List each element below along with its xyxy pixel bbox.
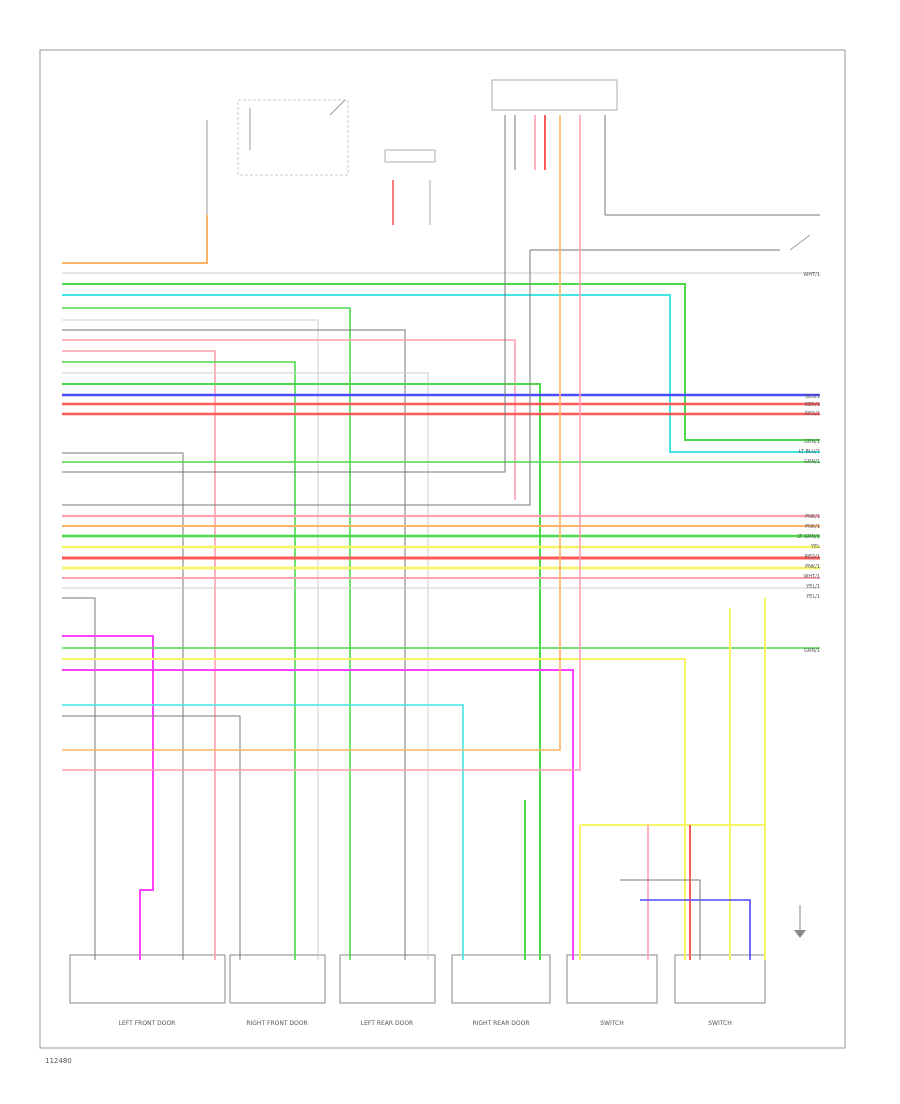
footer-code: 112480 — [45, 1057, 72, 1065]
ignition-switch-block — [237, 99, 349, 176]
switch-module-2: SWITCH — [674, 954, 766, 1027]
diagram-frame — [39, 49, 846, 1049]
door-module-lf-caption: LEFT FRONT DOOR — [119, 1020, 176, 1027]
wire-green-3 — [62, 361, 296, 960]
door-module-rf: RIGHT FRONT DOOR — [229, 954, 326, 1027]
wire-light-2 — [62, 319, 319, 960]
wire-pink-2 — [62, 350, 216, 960]
ground-symbol — [794, 905, 806, 938]
door-module-rr: RIGHT REAR DOOR — [451, 954, 551, 1027]
wire-green-4 — [62, 383, 541, 960]
wire-light-3 — [62, 372, 429, 960]
wire-orange-3 — [62, 115, 561, 751]
door-module-lr: LEFT REAR DOOR — [339, 954, 436, 1027]
wire-blue-2 — [640, 899, 751, 960]
switch-module-1: SWITCH — [566, 954, 658, 1027]
wire-orange — [62, 215, 208, 264]
wire-gray-4 — [62, 250, 531, 506]
wire-label: GRN/1 — [804, 439, 820, 445]
wire-label: BLU/1 — [806, 394, 821, 400]
door-module-lr-caption: LEFT REAR DOOR — [361, 1020, 413, 1027]
wire-label: PNK/1 — [805, 514, 820, 520]
wire-gray-5 — [62, 597, 96, 960]
door-module-lf: LEFT FRONT DOOR — [69, 954, 226, 1027]
wire-cyan-1 — [62, 294, 820, 453]
door-module-rf-caption: RIGHT FRONT DOOR — [246, 1020, 307, 1027]
wire-label: YEL — [810, 544, 820, 550]
wire-label: RED/1 — [805, 411, 820, 417]
wire-label: WHT/1 — [803, 574, 820, 580]
wire-label: YEL/1 — [805, 594, 820, 600]
wire-label-column: BLU/1 RED/1 RED/1 GRN/1 LT BLU/1 GRN/1 P… — [797, 272, 820, 654]
wire-pink-1 — [62, 339, 516, 500]
wire-gray-2 — [62, 452, 184, 960]
wire-gray-6 — [62, 715, 241, 960]
wire-label: PNK/1 — [805, 564, 820, 570]
wire-label: LT GRN/1 — [797, 534, 820, 540]
wire-magenta-1 — [62, 635, 154, 960]
wire-label: RED/1 — [805, 402, 820, 408]
wire-green-1 — [62, 283, 820, 441]
wire-green-2 — [62, 307, 351, 960]
wire-label: RED/1 — [805, 554, 820, 560]
wire-label: PNK/1 — [805, 524, 820, 530]
wire-gray-3 — [62, 115, 506, 473]
fuse-block — [384, 149, 436, 225]
wire-yellow-3 — [62, 658, 686, 960]
wire-label: GRN/1 — [804, 459, 820, 465]
wire-label: GRN/1 — [804, 648, 820, 654]
wire-label: YEL/1 — [805, 584, 820, 590]
wire-gray-1 — [62, 329, 406, 960]
wire-label: LT BLU/1 — [799, 449, 820, 455]
wire-pink-5 — [62, 115, 581, 771]
wire-cyan-2 — [62, 704, 464, 960]
wire-layer — [62, 115, 820, 960]
wire-gray-9 — [620, 879, 701, 960]
door-module-rr-caption: RIGHT REAR DOOR — [472, 1020, 529, 1027]
wire-label: WHT/1 — [803, 272, 820, 278]
data-link-connector — [491, 79, 618, 111]
relay-switch — [530, 214, 820, 251]
switch-module-1-caption: SWITCH — [600, 1020, 624, 1027]
wire-magenta-2 — [62, 669, 574, 960]
switch-module-2-caption: SWITCH — [708, 1020, 732, 1027]
